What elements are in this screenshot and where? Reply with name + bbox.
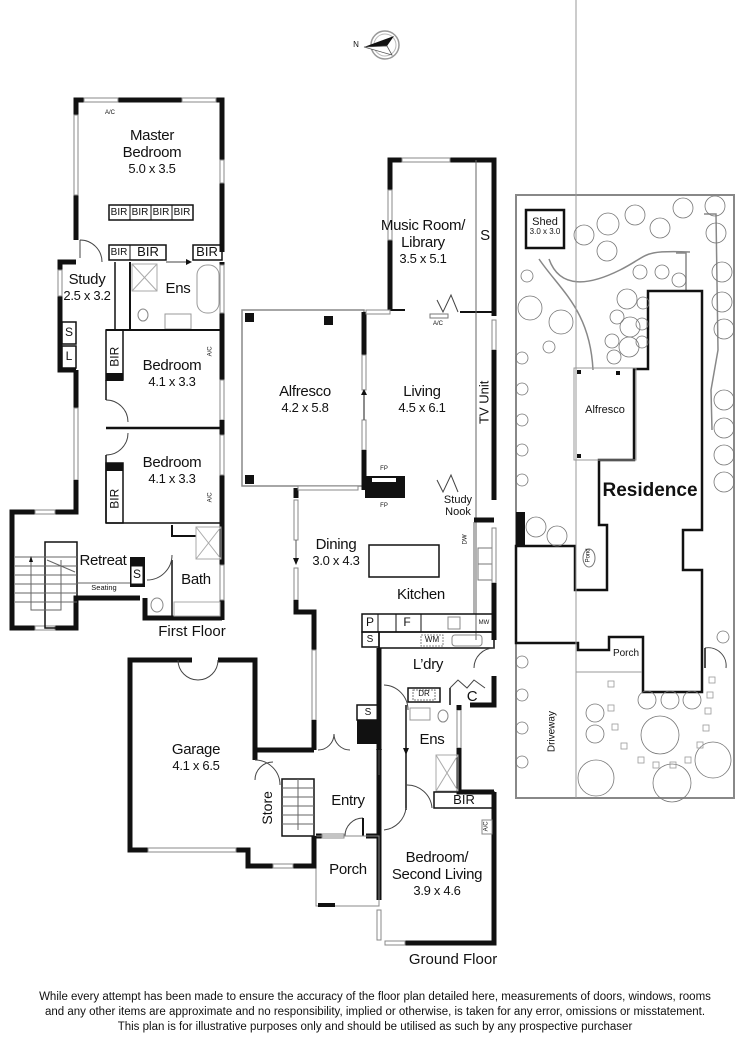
room-dimensions: 4.1 x 3.3 [148, 373, 196, 389]
room-name: Dining [315, 536, 357, 553]
microwave-label: MW [478, 620, 490, 626]
bir-label: BIR [107, 346, 122, 367]
storage-label: S [64, 325, 74, 339]
room-dimensions: 3.0 x 4.3 [312, 552, 360, 568]
room-ensuite-first-floor: Ens [165, 280, 191, 297]
room-porch: Porch [329, 861, 367, 878]
room-dimensions: 5.0 x 3.5 [128, 160, 176, 176]
room-dimensions: 3.9 x 4.6 [413, 882, 461, 898]
tree-icons [515, 195, 735, 803]
fireplace-label: FP [380, 466, 388, 472]
ac-label: A/C [207, 492, 214, 503]
compass-north-label: N [353, 40, 359, 49]
bir-label: BIR [137, 244, 159, 259]
bir-label: BIR [110, 247, 128, 258]
fridge-label: F [403, 615, 411, 629]
site-pond: Pond [585, 548, 592, 563]
room-name: Music Room/ [380, 217, 466, 234]
dryer-label: DR [418, 689, 430, 698]
room-name: Bedroom [142, 454, 202, 471]
room-name: Second Living [391, 865, 483, 883]
room-entry: Entry [331, 792, 365, 809]
site-driveway: Driveway [546, 711, 558, 753]
bir-label: BIR [107, 488, 122, 509]
room-name: Alfresco [279, 383, 331, 400]
room-kitchen: Kitchen [397, 586, 445, 603]
ac-label: A/C [207, 346, 214, 357]
bir-label: BIR [110, 207, 128, 218]
room-name: Bedroom/ [405, 849, 469, 866]
site-porch: Porch [612, 648, 640, 659]
first-floor-plan [9, 97, 225, 631]
ac-label: A/C [104, 110, 116, 116]
room-dimensions: 4.1 x 6.5 [172, 757, 220, 773]
bir-label: BIR [152, 207, 170, 218]
compass-icon [363, 30, 400, 60]
room-name: Bedroom [142, 357, 202, 374]
room-name: Master [129, 127, 175, 144]
disclaimer-line: This plan is for illustrative purposes o… [117, 1021, 633, 1033]
seating-label: Seating [91, 583, 117, 592]
room-dimensions: 4.1 x 3.3 [148, 470, 196, 486]
ac-label: A/C [432, 321, 444, 327]
washing-machine-label: WM [424, 635, 440, 644]
room-study-nook: Study Nook [444, 494, 472, 519]
pantry-label: P [365, 615, 375, 629]
room-music-library: Music Room/ Library 3.5 x 5.1 [380, 217, 466, 266]
room-ensuite-ground: Ens [419, 731, 445, 748]
room-dimensions: 2.5 x 3.2 [63, 287, 111, 303]
bir-label: BIR [453, 792, 475, 807]
bir-label: BIR [131, 207, 149, 218]
paver-icons [607, 676, 716, 769]
room-bedroom-1: Bedroom 4.1 x 3.3 [142, 357, 202, 389]
ground-floor-plan [127, 157, 497, 946]
bir-label: BIR [196, 244, 218, 259]
dishwasher-label: DW [462, 534, 469, 545]
room-name: Living [403, 383, 441, 400]
disclaimer-line: While every attempt has been made to ens… [39, 991, 711, 1003]
tv-unit-label: TV Unit [476, 380, 492, 424]
room-study: Study 2.5 x 3.2 [63, 271, 111, 303]
storage-label: S [366, 634, 374, 645]
room-name: Study [68, 271, 106, 288]
disclaimer: While every attempt has been made to ens… [0, 990, 750, 1035]
bir-label: BIR [173, 207, 191, 218]
room-master-bedroom: Master Bedroom 5.0 x 3.5 [122, 127, 182, 176]
room-living: Living 4.5 x 6.1 [398, 383, 446, 415]
disclaimer-line: and any other items are approximate and … [44, 1006, 706, 1018]
room-bedroom-second-living: Bedroom/ Second Living 3.9 x 4.6 [391, 849, 483, 898]
room-dining: Dining 3.0 x 4.3 [312, 536, 360, 568]
room-name: Study [443, 494, 473, 506]
room-store: Store [259, 791, 276, 825]
room-dimensions: 4.2 x 5.8 [281, 399, 329, 415]
site-shed: Shed 3.0 x 3.0 [530, 216, 561, 237]
room-name: Nook [445, 506, 471, 519]
cupboard-label: C [466, 688, 478, 705]
storage-label: S [364, 707, 372, 718]
room-alfresco: Alfresco 4.2 x 5.8 [279, 383, 331, 415]
room-dimensions: 3.0 x 3.0 [529, 227, 561, 237]
room-name: Library [401, 233, 445, 251]
room-bedroom-2: Bedroom 4.1 x 3.3 [142, 454, 202, 486]
room-retreat: Retreat [79, 552, 127, 569]
ground-floor-title: Ground Floor [408, 951, 498, 968]
first-floor-title: First Floor [158, 623, 226, 640]
room-name: Shed [532, 216, 558, 228]
site-plan [514, 0, 735, 803]
ac-label: A/C [483, 821, 490, 832]
storage-label: S [480, 227, 490, 244]
storage-label: S [132, 567, 142, 581]
room-name: Garage [171, 741, 221, 758]
linen-label: L [65, 349, 73, 363]
room-garage: Garage 4.1 x 6.5 [171, 741, 221, 773]
site-residence: Residence [602, 480, 698, 501]
room-dimensions: 4.5 x 6.1 [398, 399, 446, 415]
room-name: Bedroom [122, 143, 182, 161]
site-alfresco: Alfresco [585, 404, 625, 416]
fireplace-label: FP [380, 503, 388, 509]
room-laundry: L’dry [412, 656, 444, 673]
room-dimensions: 3.5 x 5.1 [399, 250, 447, 266]
room-bath: Bath [181, 571, 211, 588]
